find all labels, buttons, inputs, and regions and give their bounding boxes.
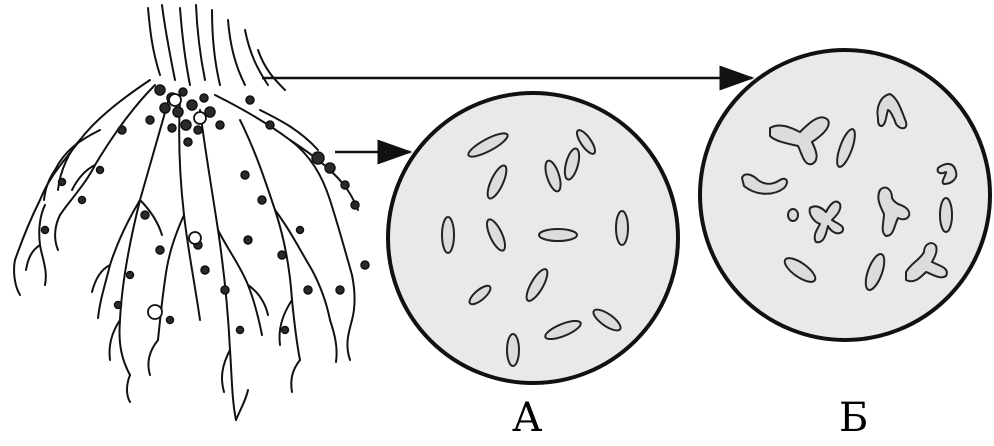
root-system-illustration xyxy=(14,5,358,420)
circle-a-bacteria-view xyxy=(388,93,678,383)
circle-b-bacteroid-view xyxy=(700,50,990,340)
circle-b-label: Б xyxy=(839,398,868,438)
circle-b xyxy=(700,50,990,340)
circle-a-label: А xyxy=(512,398,542,438)
circle-a xyxy=(388,93,678,383)
